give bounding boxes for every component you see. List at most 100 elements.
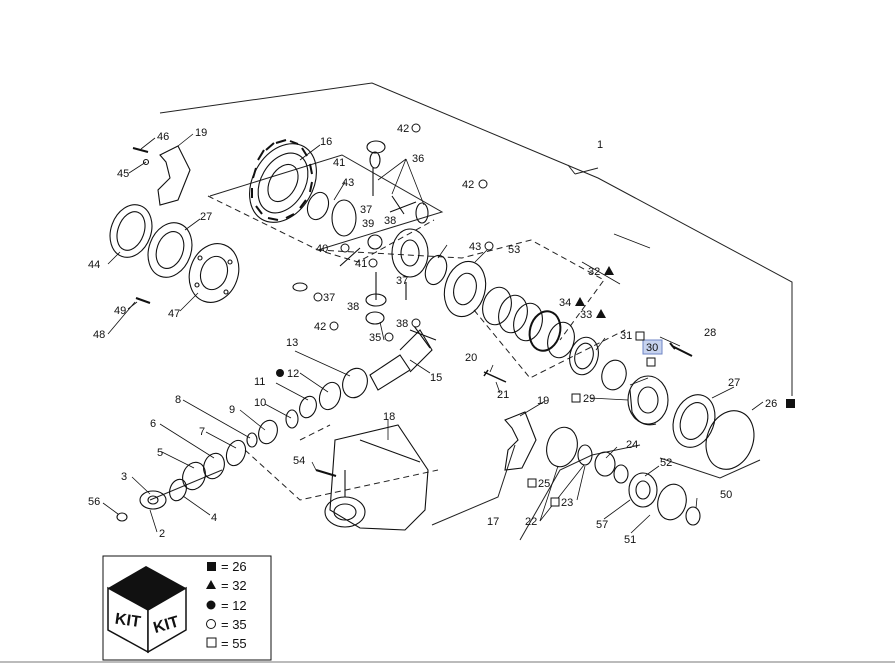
open-circle-icon: [411, 318, 421, 328]
callout-2[interactable]: 2: [159, 528, 165, 540]
differential-housing-part-53: [443, 260, 487, 318]
callout-1[interactable]: 1: [597, 139, 603, 151]
callout-25[interactable]: 25: [538, 478, 550, 490]
parts-drawings: [109, 139, 755, 531]
kit-legend-row-3: = 12: [221, 598, 247, 613]
callout-44[interactable]: 44: [88, 259, 100, 271]
callout-50[interactable]: 50: [720, 489, 732, 501]
callout-27-left[interactable]: 27: [200, 211, 212, 223]
callout-7[interactable]: 7: [199, 426, 205, 438]
callout-45[interactable]: 45: [117, 168, 129, 180]
callout-43-a[interactable]: 43: [342, 177, 354, 189]
callout-53[interactable]: 53: [508, 244, 520, 256]
callout-18[interactable]: 18: [383, 411, 395, 423]
callout-4[interactable]: 4: [211, 512, 217, 524]
callout-12[interactable]: 12: [287, 368, 299, 380]
open-square-icon: [635, 331, 645, 341]
callout-34[interactable]: 34: [559, 297, 571, 309]
open-square-icon: [646, 357, 656, 367]
carrier-housing-part-47: [188, 243, 240, 303]
callout-21[interactable]: 21: [497, 389, 509, 401]
callout-52[interactable]: 52: [660, 457, 672, 469]
pin-part-21: [483, 369, 507, 383]
callout-6[interactable]: 6: [150, 418, 156, 430]
callout-26[interactable]: 26: [765, 398, 777, 410]
nut-part-8: [246, 432, 258, 448]
callout-37-a[interactable]: 37: [360, 204, 372, 216]
open-circle-icon: [411, 123, 421, 133]
clamp-part-19-right: [504, 411, 537, 471]
washer-part-43-left: [306, 191, 330, 221]
callout-5[interactable]: 5: [157, 447, 163, 459]
callout-35[interactable]: 35: [369, 332, 381, 344]
bearing-part-9: [258, 419, 278, 445]
callout-29[interactable]: 29: [583, 393, 595, 405]
open-circle-icon: [384, 332, 394, 342]
callout-9[interactable]: 9: [229, 404, 235, 416]
callout-48[interactable]: 48: [93, 329, 105, 341]
callout-41-a[interactable]: 41: [333, 157, 345, 169]
callout-20[interactable]: 20: [465, 352, 477, 364]
callout-22[interactable]: 22: [525, 516, 537, 528]
callout-28[interactable]: 28: [704, 327, 716, 339]
callout-54[interactable]: 54: [293, 455, 305, 467]
callout-32[interactable]: 32: [588, 266, 600, 278]
bearing-part-27-left: [147, 222, 193, 278]
callout-33[interactable]: 33: [580, 309, 592, 321]
filled-square-icon: [786, 399, 795, 408]
open-circle-icon: [313, 292, 323, 302]
callout-38-c[interactable]: 38: [396, 318, 408, 330]
callout-46[interactable]: 46: [157, 131, 169, 143]
assembly-outline-lines: [149, 82, 793, 541]
callout-37-c[interactable]: 37: [323, 292, 335, 304]
callout-39[interactable]: 39: [362, 218, 374, 230]
open-circle-icon: [484, 241, 494, 251]
callout-11[interactable]: 11: [254, 376, 265, 388]
callout-51[interactable]: 51: [624, 534, 636, 546]
callout-30[interactable]: 30: [646, 342, 658, 354]
differential-gears-part: [292, 140, 429, 325]
callout-37-b[interactable]: 37: [396, 275, 408, 287]
callout-19-right[interactable]: 19: [537, 395, 549, 407]
filled-circle-icon: [206, 600, 216, 610]
callout-19-top[interactable]: 19: [195, 127, 207, 139]
open-square-icon: [550, 497, 560, 507]
open-circle-icon: [206, 619, 216, 629]
callout-8[interactable]: 8: [175, 394, 181, 406]
callout-10[interactable]: 10: [254, 397, 266, 409]
callout-40[interactable]: 40: [316, 243, 328, 255]
callout-13[interactable]: 13: [286, 337, 298, 349]
bolt-part-46: [132, 147, 149, 153]
filled-triangle-icon: [206, 580, 216, 589]
callout-42-a[interactable]: 42: [397, 123, 409, 135]
callout-43-b[interactable]: 43: [469, 241, 481, 253]
callout-42-b[interactable]: 42: [462, 179, 474, 191]
callout-47[interactable]: 47: [168, 308, 180, 320]
callout-38-a[interactable]: 38: [384, 215, 396, 227]
clamp-part-19-top: [157, 145, 191, 206]
callout-49[interactable]: 49: [114, 305, 126, 317]
callout-36[interactable]: 36: [412, 153, 424, 165]
seal-part-51: [657, 483, 687, 521]
callout-56[interactable]: 56: [88, 496, 100, 508]
callout-31[interactable]: 31: [620, 330, 632, 342]
callout-57[interactable]: 57: [596, 519, 608, 531]
washer-part-7: [225, 439, 247, 467]
callout-42-c[interactable]: 42: [314, 321, 326, 333]
open-square-icon: [527, 478, 537, 488]
callout-17[interactable]: 17: [487, 516, 499, 528]
filled-triangle-icon: [575, 297, 585, 306]
washer-part-12: [318, 381, 342, 411]
open-circle-icon: [368, 258, 378, 268]
callout-38-b[interactable]: 38: [347, 301, 359, 313]
callout-27-right[interactable]: 27: [728, 377, 740, 389]
nut-part-56: [116, 512, 128, 522]
callout-41-b[interactable]: 41: [355, 258, 367, 270]
seal-ring-part-44: [109, 204, 153, 258]
callout-23[interactable]: 23: [561, 497, 573, 509]
callout-15[interactable]: 15: [430, 372, 442, 384]
callout-16[interactable]: 16: [320, 136, 332, 148]
callout-24[interactable]: 24: [626, 439, 638, 451]
kit-legend: KIT KIT = 26 = 32 = 12 = 35 = 55: [102, 555, 272, 661]
callout-3[interactable]: 3: [121, 471, 127, 483]
